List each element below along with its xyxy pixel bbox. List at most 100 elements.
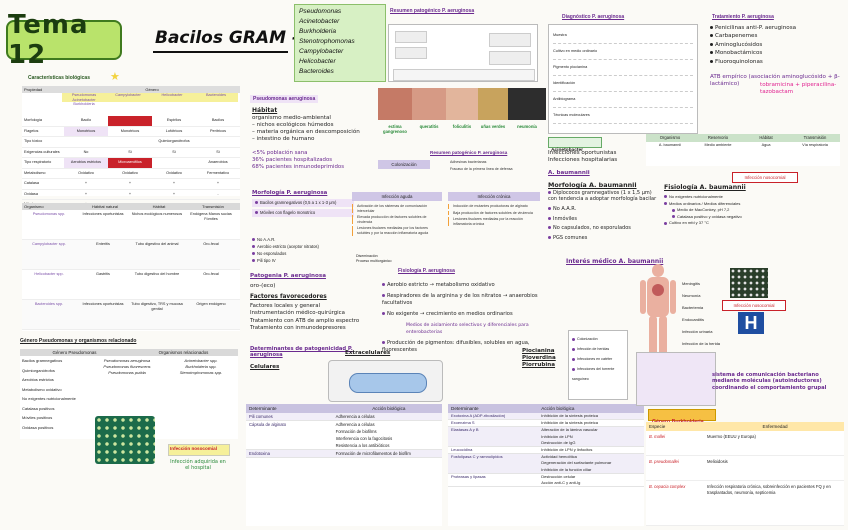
gp-col1: Género Pseudomonas [52,350,97,355]
det1-name: Pili comunes [249,414,273,419]
bullet-icon [548,226,551,229]
bullet-icon [548,191,551,194]
det1-row: Pili comunes Adherencia a células [246,413,442,421]
gp-row: Metabolismo oxidativo [22,386,62,392]
car-cell [64,137,108,147]
hab-row: Bacteroides spp.Infecciones oportunistas… [22,300,240,330]
im-side-text: Infección de heridas [577,347,610,351]
car-cell: + [128,191,132,196]
car-cell: Aerobios estrictos [64,158,108,168]
bullet-icon [548,207,551,210]
det2-actions: Inhibición de la síntesis proteica [538,413,644,419]
bullet-icon [710,34,713,38]
trat-text: Carbapenemes [715,33,758,40]
fis-item: Producción de pigmentos: difusibles, sol… [382,340,542,354]
hab-cell: Nichos ecológicos numerosos [131,212,183,216]
diag-item: Cultivo en medio ordinario [553,44,693,60]
fis-text: Producción de pigmentos: difusibles, sol… [382,340,530,353]
hab-cell: Enteritis [96,242,110,246]
det1-actions: Adherencia a células [336,413,442,420]
hab-h0: Organismo [24,204,44,209]
car-cell: Anaerobios [208,160,228,164]
img-unas [478,88,508,120]
img-queratitis [412,88,446,120]
rp-cronica-item: Lesiones tisulares mediadas por la reacc… [448,217,540,227]
car-cell: + [216,181,220,185]
car-cell: Oxidativo [122,170,138,175]
infeccion-cronica-label: Infección crónica [477,194,511,199]
det-table-1: Determinante Acción biológica Pili comun… [246,404,442,526]
ps-lab-text: Pili tipo IV [257,258,276,263]
genus-item: Pseudomonas [299,8,342,15]
det1-action: Formación de biofilms [335,429,377,434]
ps-patogenia-title: Patogenia P. aeruginosa [250,273,326,279]
diag-item: Muestra [553,28,693,44]
body-figure [638,264,678,372]
car-sub-3: Bacteroides [194,93,238,102]
acin-heading: Acinetobacter [551,148,583,153]
trat-item: Fluoroquinolonas [710,58,796,66]
trat-item: Penicilinas anti-P. aeruginosa [710,24,796,32]
gp-row: Catalasa positivos [22,405,55,411]
det1-action: Adherencia a células [335,422,375,427]
bullet-icon [255,201,258,205]
burk-h0: Especie [649,424,666,429]
ps-lab-item: No A.A.R. [252,236,319,243]
im-heading: Interés médico A. baumannii [566,258,664,265]
car-cell: Bacilo [80,118,92,122]
det2-name: Exotoxina A (ADP-ribosilación) [451,413,506,418]
trat-text: Penicilinas anti-P. aeruginosa [715,25,797,31]
ps-factor: Factores locales y general [250,303,321,309]
acin-fis-text: No exigentes nutricionalmente [669,194,723,199]
rp-aguda-item: Lesiones tisulares mediadas por los fact… [352,226,442,236]
colonizacion-label: Colonización [391,162,417,167]
hospital-letter: H [744,312,758,333]
acin-morf-text: Inmóviles [553,215,577,222]
burk-h1: Enfermedad [762,424,788,429]
det2-name: Exoenzima S [451,420,475,426]
gp-row: Quimiorganótrofos [22,367,55,373]
det2-h0: Determinante [451,406,479,411]
burk-disease: Melioidosis [707,459,728,464]
genus-item: Burkholderia [299,28,337,35]
petri-dish-2 [730,268,768,298]
car-cell: Perítricos [209,128,227,133]
diag-item: Técnicas moleculares [553,108,693,124]
car-cell: + [172,191,176,196]
det1-actions: Formación de microfilamentos de biofilm [336,450,442,457]
acin-r0: A. baumannii [658,143,682,147]
diag-item: Identificación [553,76,693,92]
hab-cell: Helicobacter spp. [34,272,64,276]
bullet-icon [548,235,551,239]
acin-fis-title: Fisiología A. baumannii [664,184,746,191]
det2-name: Proteasas y lipasas [451,473,486,479]
car-cell: No [83,149,89,154]
gp-row: Bacilos gramnegativos [22,358,63,363]
acin-baumannii-title: A. baumannii [548,170,590,176]
bullet-icon [252,259,255,263]
det2-actions: Inhibición de LPN y linfocitos [538,447,644,453]
acin-fis-text: Medios ordinarios / Medios diferenciales [669,200,741,206]
gp-row: Oxidasa positivos [22,424,54,430]
hab-cell: Tubo digestivo del hombre [134,272,180,276]
rp-aguda-item: Elevada producción de factores solubles … [352,215,442,225]
det2-rows: Exotoxina A (ADP-ribosilación) Inhibición… [448,413,644,488]
acin-r3: Vía respiratoria [802,143,828,147]
car-cell: Exigencias culturales [24,149,60,154]
